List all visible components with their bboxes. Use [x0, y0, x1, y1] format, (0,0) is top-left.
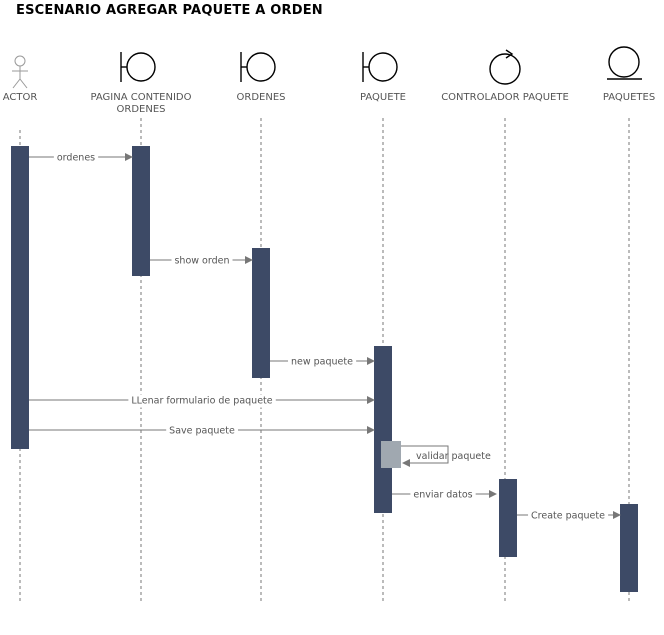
activation-bar-pagina [132, 146, 150, 276]
activation-bar-paquete-self [381, 441, 401, 468]
message-label-bg [128, 394, 276, 408]
message-label-ordenes: ordenes [57, 153, 95, 164]
pagina-boundary-icon [120, 52, 156, 82]
activation-bar-paquete [374, 346, 392, 513]
ordenes-boundary-icon [240, 52, 276, 82]
diagram-title: ESCENARIO AGREGAR PAQUETE A ORDEN [16, 3, 323, 18]
message-label-bg [410, 488, 476, 502]
message-new-paquete: new paquete [270, 355, 375, 369]
message-label-bg [53, 151, 99, 165]
message-arrow-validar [401, 445, 449, 467]
participant-label-pagina: ORDENES [117, 104, 166, 115]
message-label-create: Create paquete [531, 511, 605, 522]
message-label-save: Save paquete [169, 426, 235, 437]
activation-bar-paquetes [620, 504, 638, 592]
message-label-enviar: enviar datos [413, 490, 472, 501]
message-label-llenar: LLenar formulario de paquete [131, 396, 272, 407]
paquete-boundary-icon [362, 52, 398, 82]
message-label-bg [528, 509, 609, 523]
message-save: Save paquete [29, 424, 375, 438]
participant-label-paquetes: PAQUETES [603, 92, 655, 103]
message-llenar: LLenar formulario de paquete [29, 394, 375, 408]
message-label-new-paquete: new paquete [291, 357, 353, 368]
message-label-bg [166, 424, 238, 438]
activation-bar-actor [11, 146, 29, 449]
message-label-show-orden: show orden [174, 256, 229, 267]
message-enviar: enviar datos [392, 488, 497, 502]
paquetes-entity-icon [607, 46, 642, 80]
participant-label-paquete: PAQUETE [360, 92, 406, 103]
participant-label-ordenes: ORDENES [237, 92, 286, 103]
message-show-orden: show orden [150, 254, 253, 268]
participant-label-controlador: CONTROLADOR PAQUETE [441, 92, 569, 103]
message-ordenes: ordenes [29, 151, 133, 165]
activation-bar-ordenes [252, 248, 270, 378]
activation-bar-controlador [499, 479, 517, 557]
message-label-validar: validar paquete [416, 451, 491, 462]
message-label-bg [288, 355, 357, 369]
participant-label-pagina: PAGINA CONTENIDO [90, 92, 191, 103]
participant-label-actor: ACTOR [3, 92, 38, 103]
actor-icon [12, 55, 28, 89]
controlador-control-icon [489, 49, 521, 85]
message-label-bg [171, 254, 233, 268]
message-validar: validar paquete [401, 445, 491, 467]
message-create: Create paquete [517, 509, 621, 523]
